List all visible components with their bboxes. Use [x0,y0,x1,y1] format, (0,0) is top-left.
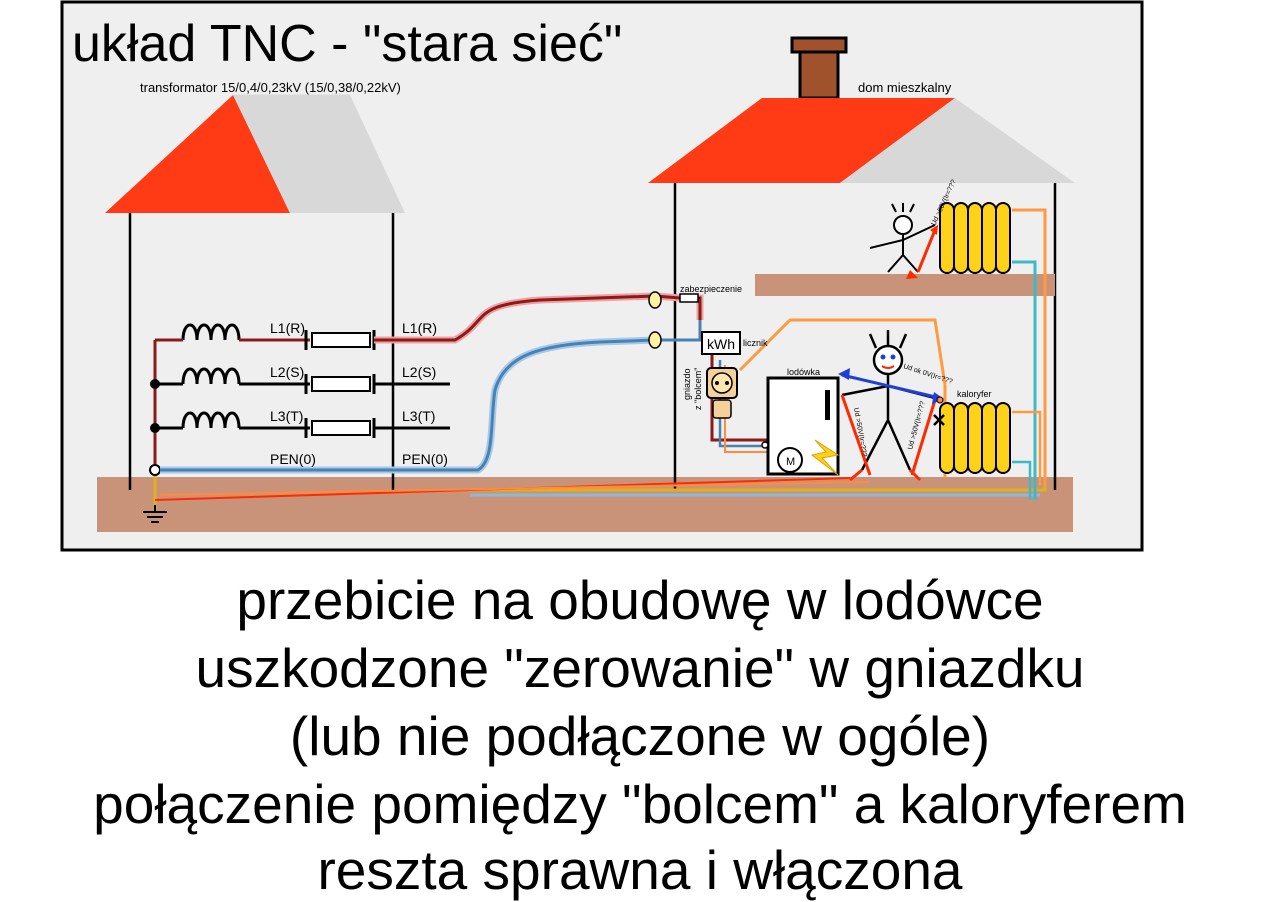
socket-to-radiator-wire [738,318,947,386]
connection-x-icon [933,414,945,426]
l2-right-label: L2(S) [402,364,436,380]
house-fuse-icon [648,291,699,349]
phase-l1-wire [374,294,702,342]
ground-strip [97,477,1073,532]
fuse-label: zabezpieczenie [680,284,742,294]
pen-left-label: PEN(0) [270,451,316,467]
person-upper-icon [869,203,936,273]
house-building [648,36,1075,490]
fridge-icon [766,376,840,476]
caption-line-5: reszta sprawna i włączona [317,839,963,901]
motor-label: M [786,456,795,468]
winding-l1-icon [181,323,241,341]
caption-line-2: uszkodzone "zerowanie" w gniazdku [195,637,1085,699]
winding-l2-icon [181,367,241,385]
house-roof-side [840,98,1075,183]
house-label: dom mieszkalny [858,80,952,95]
fuse-l1-icon [311,332,371,348]
radiator-label: kaloryfer [957,389,992,399]
energy-meter-icon [701,331,741,355]
fuse-l2-icon [311,376,371,392]
motor-icon [777,447,803,473]
kwh-label: kWh [707,336,735,352]
fuse-l3-icon [311,420,371,436]
transformer-building [105,94,405,490]
pen-right-label: PEN(0) [402,451,448,467]
house-roof [648,98,955,183]
l1-left-label: L1(R) [270,320,305,336]
socket-icon [706,367,738,419]
l1-right-label: L1(R) [402,320,437,336]
radiator-upper-icon [939,202,1011,274]
caption-line-4: połączenie pomiędzy "bolcem" a kaloryfer… [93,773,1187,835]
upper-floor [755,274,1055,296]
fault-arrows [840,394,937,482]
transformer-windings [149,323,450,476]
l2-left-label: L2(S) [270,364,304,380]
pen-wire [160,338,656,472]
caption-line-1: przebicie na obudowę w lodówce [236,569,1044,631]
transformer-roof [105,95,290,213]
meter-label: licznik [743,338,768,348]
tnc-diagram: transformator 15/0,4/0,23kV (15/0,38/0,2… [60,0,1144,552]
l3-right-label: L3(T) [402,408,435,424]
winding-l3-icon [181,411,241,429]
fridge-label: lodówka [787,367,820,377]
caption-line-3: (lub nie podłączone w ogóle) [289,705,991,767]
earth-symbol-icon [143,505,167,523]
radiator-lower-icon [939,402,1011,474]
diagram-title: układ TNC - "stara sieć" [72,15,623,73]
l3-left-label: L3(T) [270,408,303,424]
transformer-label: transformator 15/0,4/0,23kV (15/0,38/0,2… [140,80,401,95]
socket-label-line2: z "bolcem" [693,368,703,410]
socket-label-line1: gniazdo [682,368,692,400]
house-wiring [660,208,1047,500]
